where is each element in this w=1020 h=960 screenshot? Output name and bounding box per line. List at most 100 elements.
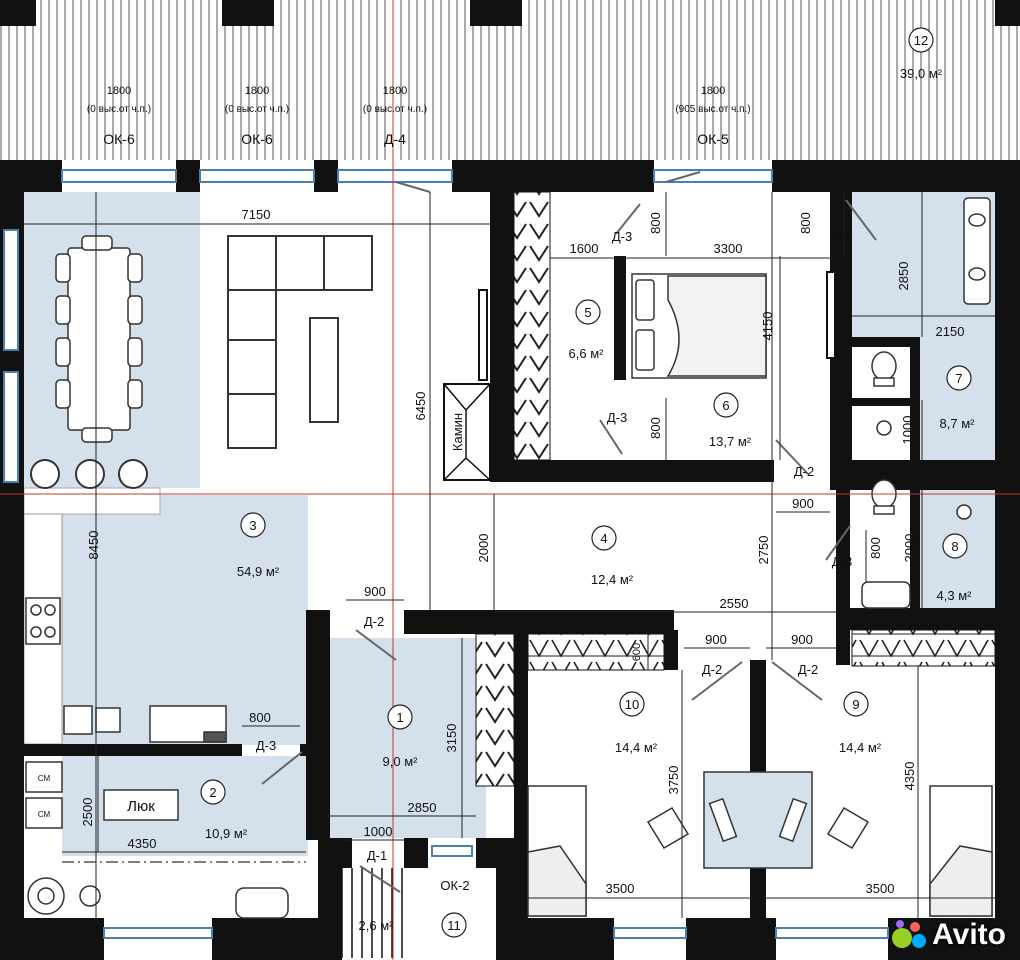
terrace-deck [0,0,1020,160]
room-5-area: 6,6 м² [569,346,605,361]
door-tag-d3-room6: Д-3 [607,410,627,425]
desks [646,771,870,869]
opening-1-width: 1800 [107,85,131,97]
dim-7150: 7150 [242,207,271,222]
dim-900-room9: 900 [791,632,813,647]
dimension-labels: 7150 1600 3300 2150 800 900 900 2550 900… [80,207,964,896]
dim-2550: 2550 [720,596,749,611]
room-labels: 1 9,0 м² 2 10,9 м² 3 54,9 м² 4 12,4 м² 5… [205,33,975,933]
dim-4350-room9: 4350 [902,762,917,791]
opening-4-tag: ОК-5 [697,131,729,147]
dim-900-room10: 900 [705,632,727,647]
tv-bedroom [826,271,836,359]
dim-800-room7: 800 [798,212,813,234]
opening-2-tag: ОК-6 [241,131,273,147]
room-12-number: 12 [914,33,928,48]
dim-600: 600 [631,643,643,661]
opening-3-width: 1800 [383,85,407,97]
dim-800-room5-top: 800 [648,212,663,234]
terrace-posts [0,0,1020,26]
corner-sofa [227,235,373,449]
entrance-grate [342,868,404,958]
dining-table [55,235,143,443]
wardrobe-room-9 [851,629,996,667]
room-2-number: 2 [209,785,216,800]
opening-2-note: (0 выс.от ч.п.) [225,104,289,115]
dim-800-d3: 800 [249,710,271,725]
room-6-number: 6 [722,398,729,413]
door-tags: Д-3 Д-3 Д-3 Д-2 Д-3 Д-2 Д-3 Д-2 Д-2 Д-1 … [256,229,852,893]
dim-2500: 2500 [80,798,95,827]
room-11-number: 11 [447,918,461,933]
dim-2000-room8: 2000 [902,534,917,563]
double-bed [631,273,767,379]
room-10-number: 10 [625,697,639,712]
room-1-number: 1 [396,710,403,725]
windows [3,169,889,939]
opening-4-width: 1800 [701,85,725,97]
door-tag-d2-room6: Д-2 [794,464,814,479]
door-tag-d2-room1: Д-2 [364,614,384,629]
door-tag-d3-room5: Д-3 [612,229,632,244]
room-9-number: 9 [852,697,859,712]
dim-2750: 2750 [756,536,771,565]
appliance-label-1: СМ [38,774,51,783]
dim-3300: 3300 [714,241,743,256]
dimension-lines [24,192,995,918]
room-6-area: 13,7 м² [709,434,752,449]
dim-1600: 1600 [570,241,599,256]
wardrobe-hall-1 [475,633,515,787]
dim-1000-bath: 1000 [900,416,915,445]
dim-3500-room10: 3500 [606,881,635,896]
room-8-number: 8 [951,539,958,554]
dim-3750: 3750 [666,766,681,795]
bathroom-fixtures [861,197,991,609]
room-3-area: 54,9 м² [237,564,280,579]
dim-2150: 2150 [936,324,965,339]
fireplace-label: Камин [450,413,465,451]
room-markers [200,27,972,938]
door-tag-d3-room2: Д-3 [256,738,276,753]
dim-900-room1: 900 [364,584,386,599]
opening-1-tag: ОК-6 [103,131,135,147]
dim-4350-room2: 4350 [128,836,157,851]
room-4-number: 4 [600,531,607,546]
door-tag-d3-room8: Д-3 [832,554,852,569]
opening-2-width: 1800 [245,85,269,97]
room-3-number: 3 [249,518,256,533]
dim-6450: 6450 [413,392,428,421]
room-10-area: 14,4 м² [615,740,658,755]
dim-800-room6: 800 [648,417,663,439]
avito-watermark: Avito [892,918,1006,952]
opening-labels: 1800 (0 выс.от ч.п.) ОК-6 1800 (0 выс.от… [87,85,751,147]
window-tag-ok2: ОК-2 [440,878,469,893]
room-4-area: 12,4 м² [591,572,634,587]
dim-800-room8: 800 [868,537,883,559]
room-1-area: 9,0 м² [383,754,419,769]
room-8-area: 4,3 м² [937,588,973,603]
room-12-area: 39,0 м² [900,66,943,81]
door-tag-d3-room7: Д-3 [830,229,850,244]
dim-2850-room1: 2850 [408,800,437,815]
door-tag-d1: Д-1 [367,848,387,863]
opening-4-note: (905 выс.от ч.п.) [675,104,750,115]
dim-4150: 4150 [760,312,775,341]
opening-1-note: (0 выс.от ч.п.) [87,104,151,115]
avito-wordmark: Avito [932,918,1006,951]
dim-3150: 3150 [444,724,459,753]
laundry [25,761,289,919]
fireplace [443,383,491,481]
wardrobe-bedroom-5 [513,191,551,461]
kitchen-appliances [25,597,227,743]
tv-living [478,289,488,381]
appliance-label-2: СМ [38,810,51,819]
dim-8450: 8450 [86,531,101,560]
room-2-area: 10,9 м² [205,826,248,841]
dim-2000-corridor: 2000 [476,534,491,563]
dim-1000-entry: 1000 [364,824,393,839]
avito-logo-icon [892,920,927,950]
dim-3500-room9: 3500 [866,881,895,896]
opening-3-tag: Д-4 [384,131,406,147]
